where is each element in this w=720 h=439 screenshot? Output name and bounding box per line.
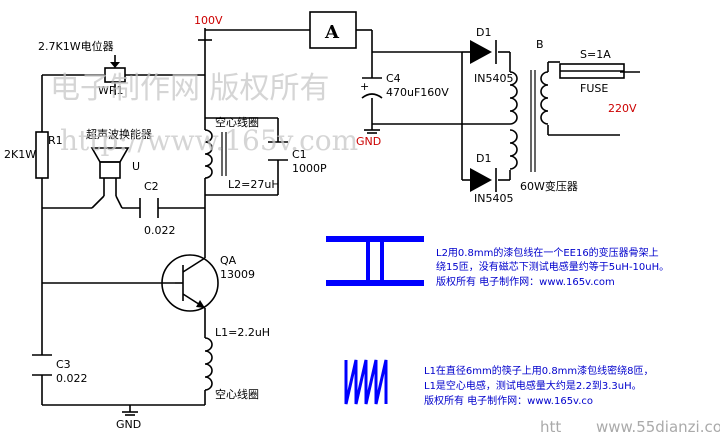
label-transducer: 超声波换能器: [86, 127, 152, 141]
label-qa: QA: [220, 254, 237, 267]
transistor-qa-icon: [161, 254, 219, 312]
label-gnd-mid: GND: [356, 135, 381, 148]
label-u: U: [132, 160, 140, 173]
label-transformer-b: B: [536, 38, 544, 51]
label-c4-value: 470uF160V: [386, 86, 449, 99]
label-100v: 100V: [194, 14, 223, 27]
note-l1-line2: L1是空心电感，测试电感量大约是2.2到3.3uH。: [424, 379, 642, 392]
capacitor-c3: [32, 354, 52, 376]
ground-symbol-bottom: [122, 405, 138, 416]
note-l2-line3: 版权所有 电子制作网：www.165v.com: [436, 275, 615, 288]
label-d1-bottom-part: IN5405: [474, 192, 513, 205]
resistor-r1: [35, 131, 49, 179]
inductor-l2: [204, 129, 227, 179]
label-c3: C3: [56, 358, 71, 371]
capacitor-c1: [268, 141, 288, 161]
transformer-b: [509, 70, 549, 172]
label-fuse: FUSE: [580, 82, 608, 95]
inductor-l1: [204, 337, 213, 391]
note-l2-line2: 绕15匝，没有磁芯下测试电感量约等于5uH-10uH。: [436, 260, 669, 273]
fuse: [559, 63, 625, 79]
label-d1-top: D1: [476, 26, 491, 39]
label-r1-value: 2K1W: [4, 148, 36, 161]
potentiometer-wr1: [104, 55, 126, 95]
label-potentiometer: 2.7K1W电位器: [38, 39, 114, 53]
watermark-corner-left: htt: [540, 418, 561, 436]
label-air-coil-top: 空心线圈: [215, 115, 259, 129]
label-l2: L2=27uH: [228, 178, 280, 191]
svg-text:+: +: [360, 80, 369, 93]
psu-wires: [356, 29, 640, 181]
watermark-corner-site: www.55dianzi.com: [596, 418, 720, 436]
label-c1-value: 1000P: [292, 162, 327, 175]
label-220v: 220V: [608, 102, 637, 115]
label-c1: C1: [292, 148, 307, 161]
ultrasonic-transducer-icon: [90, 147, 130, 209]
label-d1-bottom: D1: [476, 152, 491, 165]
capacitor-c2: [139, 198, 159, 218]
diode-d1-bottom-icon: [470, 168, 497, 192]
watermark-line2: http://www.165v.com: [60, 124, 358, 157]
note-l2-line1: L2用0.8mm的漆包线在一个EE16的变压器骨架上: [436, 246, 659, 259]
label-c4: C4: [386, 72, 401, 85]
capacitor-c4: +: [360, 77, 383, 99]
left-rail-wires: [41, 28, 310, 406]
note-l1-line1: L1在直径6mm的筷子上用0.8mm漆包线密绕8匝，: [424, 364, 654, 377]
label-c2-value: 0.022: [144, 224, 176, 237]
ground-symbol-mid: [364, 124, 380, 134]
label-d1-top-part: IN5405: [474, 72, 513, 85]
label-wr1: WR1: [98, 84, 124, 97]
label-c2: C2: [144, 180, 159, 193]
l1-coil-sketch: [344, 359, 388, 405]
label-ammeter: A: [324, 22, 340, 43]
label-qa-value: 13009: [220, 268, 255, 281]
l2-core-sketch: [326, 236, 424, 286]
label-l1: L1=2.2uH: [215, 326, 270, 339]
note-l1-line3: 版权所有 电子制作网：www.165v.co: [424, 394, 593, 407]
label-r1: R1: [48, 134, 63, 147]
label-transformer: 60W变压器: [520, 179, 578, 193]
watermark-line1: 电子制作网 版权所有: [50, 71, 330, 106]
label-air-coil-bottom: 空心线圈: [215, 387, 259, 401]
label-c3-value: 0.022: [56, 372, 88, 385]
diode-d1-top-icon: [470, 40, 497, 64]
label-gnd-bottom: GND: [116, 418, 141, 431]
label-fuse-rating: S=1A: [580, 48, 611, 61]
